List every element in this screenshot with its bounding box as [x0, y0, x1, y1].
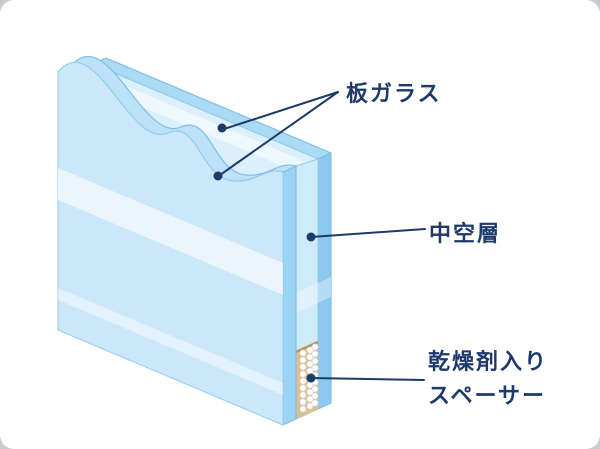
- pointer-line-glass-lower: [219, 91, 339, 176]
- front-pane-reflection-2: [58, 288, 283, 395]
- side-strip-reflection: [296, 277, 331, 313]
- pointer-line-air-layer: [310, 228, 426, 238]
- back-pane-reflection: [93, 72, 318, 181]
- label-spacer-line2: スペーサー: [428, 384, 547, 409]
- label-spacer-line1: 乾燥剤入り: [428, 350, 549, 375]
- label-spacer: 乾燥剤入り スペーサー: [428, 346, 548, 414]
- label-glass: 板ガラス: [346, 82, 442, 107]
- desiccant-beads: [299, 343, 319, 413]
- glass-pane-front: [57, 56, 297, 426]
- pointer-dot-glass-back: [217, 123, 227, 133]
- front-pane-right-edge: [282, 165, 297, 426]
- pointer-dot-air-layer: [306, 232, 316, 242]
- label-air-layer: 中空層: [429, 222, 502, 247]
- pointer-line-glass-upper: [223, 91, 339, 130]
- pointer-dot-spacer: [306, 373, 316, 383]
- pointer-dot-glass-front: [213, 171, 223, 181]
- pointer-line-spacer: [310, 377, 425, 381]
- pointers: [213, 91, 426, 383]
- front-pane-reflection-1: [58, 168, 283, 295]
- spacer: [295, 340, 319, 419]
